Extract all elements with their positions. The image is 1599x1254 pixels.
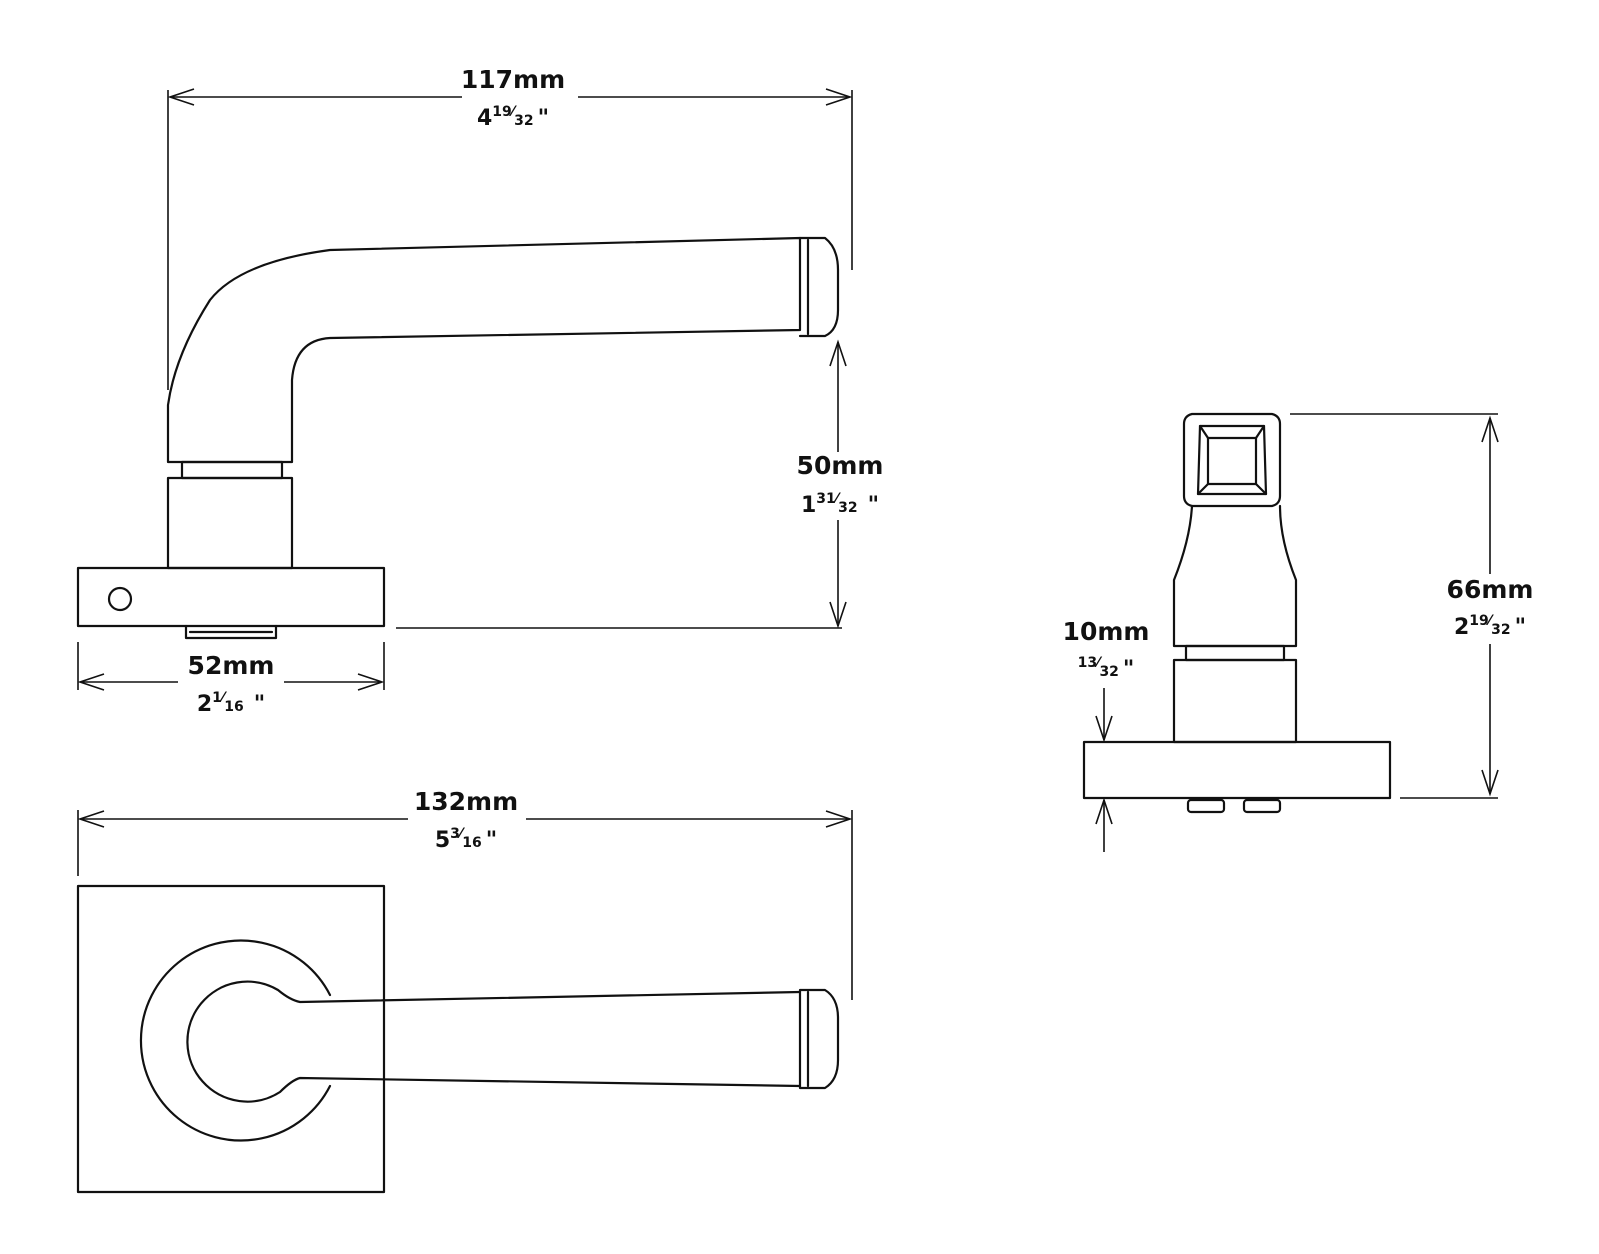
dim-overall-depth: 66mm 219⁄32" [1290,413,1534,799]
plan-square-rose [76,884,386,1194]
side-collar [180,460,284,480]
end-lever-face [1182,412,1282,508]
dim-rose-thickness-mm: 10mm [1063,617,1150,646]
dim-rose-thickness-inch: 13⁄32" [1078,655,1135,682]
dim-lever-length: 117mm 419⁄32" [167,65,853,390]
side-rose-plate [76,566,386,628]
side-clip [184,624,278,640]
grub-screw-hole [107,586,133,612]
end-screw-left [1186,798,1226,814]
plan-lever [186,980,802,1103]
plan-view [76,884,840,1194]
dim-rose-width-inch: 21⁄16" [197,690,265,717]
dim-overall-depth-mm: 66mm [1447,575,1534,604]
dim-rose-width-mm: 52mm [188,651,275,680]
dim-lever-height-inch: 131⁄32" [801,491,879,518]
dim-lever-length-mm: 117mm [461,65,565,94]
end-lever-body [1172,504,1298,648]
dim-lever-length-inch: 419⁄32" [477,104,549,131]
dim-rose-width: 52mm 21⁄16" [77,642,385,717]
dim-lever-height: 50mm 131⁄32" [396,339,884,629]
side-view [76,236,840,640]
end-screw-right [1242,798,1282,814]
plan-round-rose [139,939,332,1142]
plan-lever-end-cap [798,988,840,1090]
end-rose-plate [1082,740,1392,800]
dim-overall-depth-inch: 219⁄32" [1454,613,1526,640]
side-neck [166,476,294,570]
end-view [1082,412,1392,814]
dim-lever-height-mm: 50mm [797,451,884,480]
dim-overall-length-inch: 53⁄16" [435,826,497,853]
side-lever-end-cap [798,236,840,338]
dim-overall-length: 132mm 53⁄16" [77,787,853,1000]
side-lever-arm [166,236,802,464]
dim-overall-length-mm: 132mm [414,787,518,816]
dim-rose-thickness: 10mm 13⁄32" [1063,617,1150,852]
end-neck [1172,658,1298,744]
end-collar [1184,644,1286,662]
